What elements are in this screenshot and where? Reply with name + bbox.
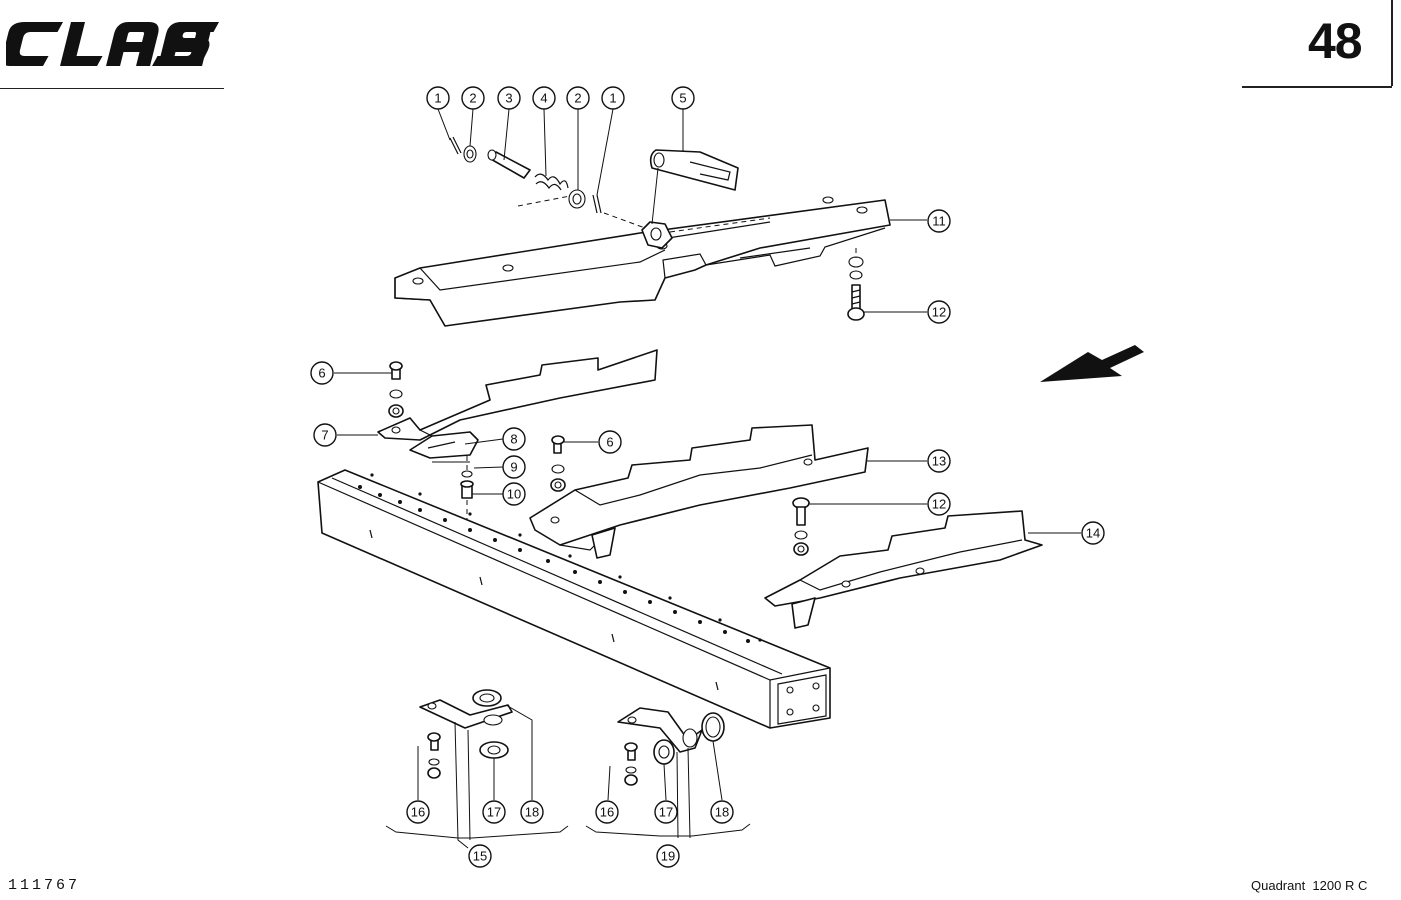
callout-2a: 2 bbox=[461, 86, 485, 110]
svg-text:12: 12 bbox=[932, 497, 946, 512]
claas-logo-icon bbox=[6, 22, 220, 66]
svg-text:2: 2 bbox=[469, 91, 476, 106]
svg-text:8: 8 bbox=[510, 432, 517, 447]
svg-text:13: 13 bbox=[932, 454, 946, 469]
svg-text:9: 9 bbox=[510, 460, 517, 475]
svg-text:10: 10 bbox=[507, 487, 521, 502]
svg-text:18: 18 bbox=[525, 805, 539, 820]
model-label: Quadrant 1200 R C bbox=[1251, 878, 1368, 893]
svg-text:6: 6 bbox=[606, 435, 613, 450]
deflector-bolt-stack bbox=[792, 497, 810, 556]
svg-text:15: 15 bbox=[473, 849, 487, 864]
callout-3: 3 bbox=[497, 86, 521, 110]
callout-5: 5 bbox=[671, 86, 695, 110]
svg-text:2: 2 bbox=[574, 91, 581, 106]
svg-text:17: 17 bbox=[659, 805, 673, 820]
lower-left-bracket-group bbox=[419, 689, 513, 779]
svg-text:16: 16 bbox=[600, 805, 614, 820]
svg-text:3: 3 bbox=[505, 91, 512, 106]
leader-lines bbox=[334, 108, 1081, 849]
main-beam bbox=[317, 469, 831, 729]
svg-text:14: 14 bbox=[1086, 526, 1100, 541]
callout-7: 7 bbox=[313, 423, 337, 447]
callout-11: 11 bbox=[927, 209, 951, 233]
middle-bolt-stack bbox=[550, 435, 566, 492]
svg-text:19: 19 bbox=[661, 849, 675, 864]
callout-17a: 17 bbox=[482, 800, 506, 824]
callout-18b: 18 bbox=[710, 800, 734, 824]
callout-17b: 17 bbox=[654, 800, 678, 824]
callout-12a: 12 bbox=[927, 300, 951, 324]
callout-8: 8 bbox=[502, 427, 526, 451]
callout-9: 9 bbox=[502, 455, 526, 479]
svg-text:17: 17 bbox=[487, 805, 501, 820]
svg-text:18: 18 bbox=[715, 805, 729, 820]
callout-16a: 16 bbox=[406, 800, 430, 824]
frame-border bbox=[1391, 0, 1393, 86]
svg-text:12: 12 bbox=[932, 305, 946, 320]
callout-2b: 2 bbox=[566, 86, 590, 110]
svg-text:7: 7 bbox=[321, 428, 328, 443]
svg-text:4: 4 bbox=[540, 91, 547, 106]
callout-4: 4 bbox=[532, 86, 556, 110]
callout-19: 19 bbox=[656, 844, 680, 868]
arrow-left-down-icon bbox=[1040, 345, 1144, 382]
callout-1a: 1 bbox=[426, 86, 450, 110]
callout-10: 10 bbox=[502, 482, 526, 506]
right-deflector bbox=[764, 510, 1043, 629]
middle-deflector bbox=[529, 424, 869, 559]
svg-text:11: 11 bbox=[932, 214, 946, 229]
callout-13: 13 bbox=[927, 449, 951, 473]
callout-16b: 16 bbox=[595, 800, 619, 824]
callout-6b: 6 bbox=[598, 430, 622, 454]
left-deflector bbox=[377, 349, 658, 459]
svg-text:6: 6 bbox=[318, 366, 325, 381]
callout-12b: 12 bbox=[927, 492, 951, 516]
svg-text:1: 1 bbox=[609, 91, 616, 106]
centre-bolt-stack bbox=[432, 456, 474, 520]
svg-text:5: 5 bbox=[679, 91, 686, 106]
svg-text:16: 16 bbox=[411, 805, 425, 820]
callout-15: 15 bbox=[468, 844, 492, 868]
header-rule bbox=[0, 88, 224, 89]
callout-6a: 6 bbox=[310, 361, 334, 385]
rail-bolt bbox=[847, 248, 865, 321]
callout-14: 14 bbox=[1081, 521, 1105, 545]
lower-right-bracket-group bbox=[617, 707, 725, 786]
pin-assembly bbox=[449, 136, 646, 229]
upper-rail bbox=[394, 196, 891, 327]
callout-1b: 1 bbox=[601, 86, 625, 110]
left-bolt-stack bbox=[388, 361, 404, 418]
page-number-rule bbox=[1242, 86, 1392, 88]
page-number: 48 bbox=[1308, 13, 1363, 69]
lever-bracket bbox=[641, 149, 739, 249]
svg-text:1: 1 bbox=[434, 91, 441, 106]
callout-18a: 18 bbox=[520, 800, 544, 824]
drawing-number: 111767 bbox=[8, 877, 81, 894]
